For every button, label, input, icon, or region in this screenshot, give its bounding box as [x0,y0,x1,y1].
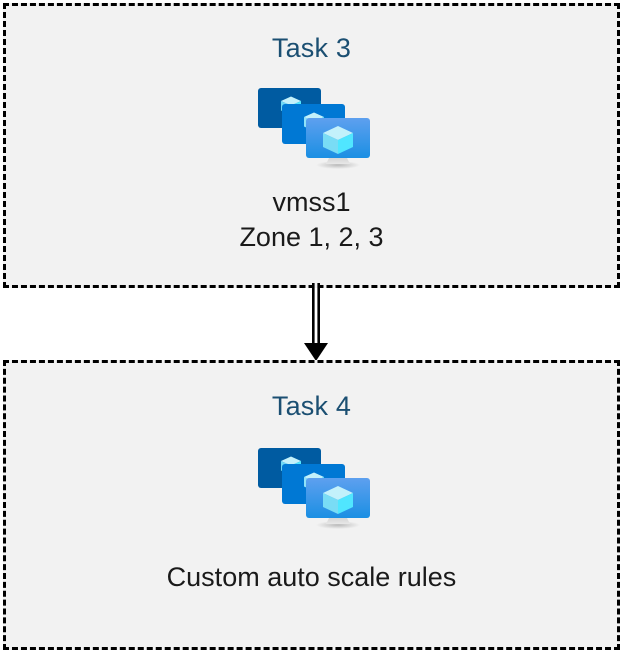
task-4-title: Task 4 [271,391,352,421]
cube-front [322,486,353,514]
connector-arrow-task3-to-task4 [304,283,328,361]
azure-vm-scale-set-icon [257,88,370,169]
task-4-caption: Custom auto scale rules [166,562,457,592]
azure-vm-scale-set-icon [257,448,370,529]
task-node-task-3[interactable]: Task 3 [3,3,620,288]
task-node-task-4[interactable]: Task 4 [3,360,620,650]
cube-front [322,126,353,154]
task-3-title: Task 3 [271,33,352,63]
task-3-caption: vmss1 Zone 1, 2, 3 [239,187,384,252]
